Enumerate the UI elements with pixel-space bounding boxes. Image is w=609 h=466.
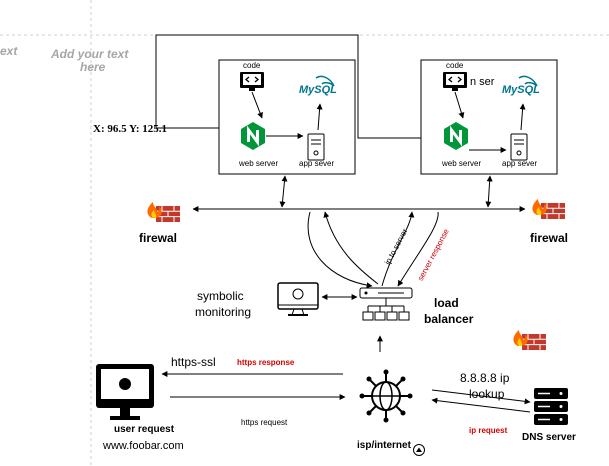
domain-label: www.foobar.com: [103, 440, 184, 452]
app-server-icon: [510, 133, 528, 161]
dns-server-icon: [534, 388, 568, 425]
firewall-icon: [532, 199, 566, 220]
right-server-link: [485, 175, 493, 208]
https-ssl-label: https-ssl: [171, 355, 216, 369]
expand-handle-icon: [413, 444, 425, 456]
monitor-label: symbolic: [197, 289, 244, 303]
code-label: code: [243, 61, 261, 70]
mysql-label: MySQL: [299, 84, 337, 96]
flow-curve: [307, 211, 373, 289]
server-box-left: [218, 59, 356, 175]
ip-to-server-curve: [381, 211, 415, 287]
dns-lookup-label-2: lookup: [469, 387, 505, 401]
ip-request-label: ip request: [469, 426, 508, 435]
https-request-label: https request: [241, 418, 288, 427]
monitor-icon: [277, 282, 319, 316]
nginx-icon: [241, 122, 265, 150]
web-server-label: web server: [239, 159, 279, 168]
mysql-label: MySQL: [502, 84, 540, 96]
dns-server-label: DNS server: [522, 432, 576, 443]
code-label: code: [446, 61, 464, 70]
firewall-label-right: firewal: [530, 231, 569, 245]
user-computer-icon: [96, 364, 154, 420]
left-server-link: [279, 175, 288, 208]
partial-label: n ser: [470, 76, 495, 88]
mysql-icon: [315, 75, 335, 87]
https-response-label: https response: [237, 358, 295, 367]
right-box-partial-label-bg: [455, 76, 519, 88]
app-server-label: app sever: [502, 159, 538, 168]
mysql-icon: [518, 75, 538, 87]
app-server-label: app sever: [299, 159, 335, 168]
firewall-icon: [147, 202, 181, 223]
ghost-text-center: Add your text: [51, 47, 129, 61]
code-icon: [443, 72, 467, 91]
isp-label: isp/internet: [357, 440, 411, 451]
lookup-arrow: [431, 389, 531, 405]
dns-lookup-label: 8.8.8.8 ip: [460, 371, 510, 385]
code-icon: [240, 72, 264, 91]
nginx-icon: [444, 122, 468, 150]
monitor-label-2: monitoring: [195, 305, 252, 319]
ip-request-arrow: [431, 397, 531, 413]
load-balancer-label: load: [434, 296, 459, 310]
ghost-text-center-2: here: [80, 60, 106, 74]
globe-icon: [359, 369, 413, 423]
server-response-curve: [397, 211, 439, 287]
firewall-label-left: firewal: [139, 231, 178, 245]
web-server-label: web server: [442, 159, 482, 168]
coordinate-readout: X: 96.5 Y: 125.1: [93, 123, 168, 135]
app-server-icon: [307, 133, 325, 161]
load-balancer-label-2: balancer: [424, 312, 474, 326]
server-frame-connector: [155, 34, 421, 139]
firewall-icon: [513, 330, 547, 351]
load-balancer-icon: [359, 287, 413, 321]
flow-curve: [323, 211, 379, 285]
ghost-text-left: ext: [0, 44, 18, 58]
user-request-label: user request: [114, 424, 175, 435]
